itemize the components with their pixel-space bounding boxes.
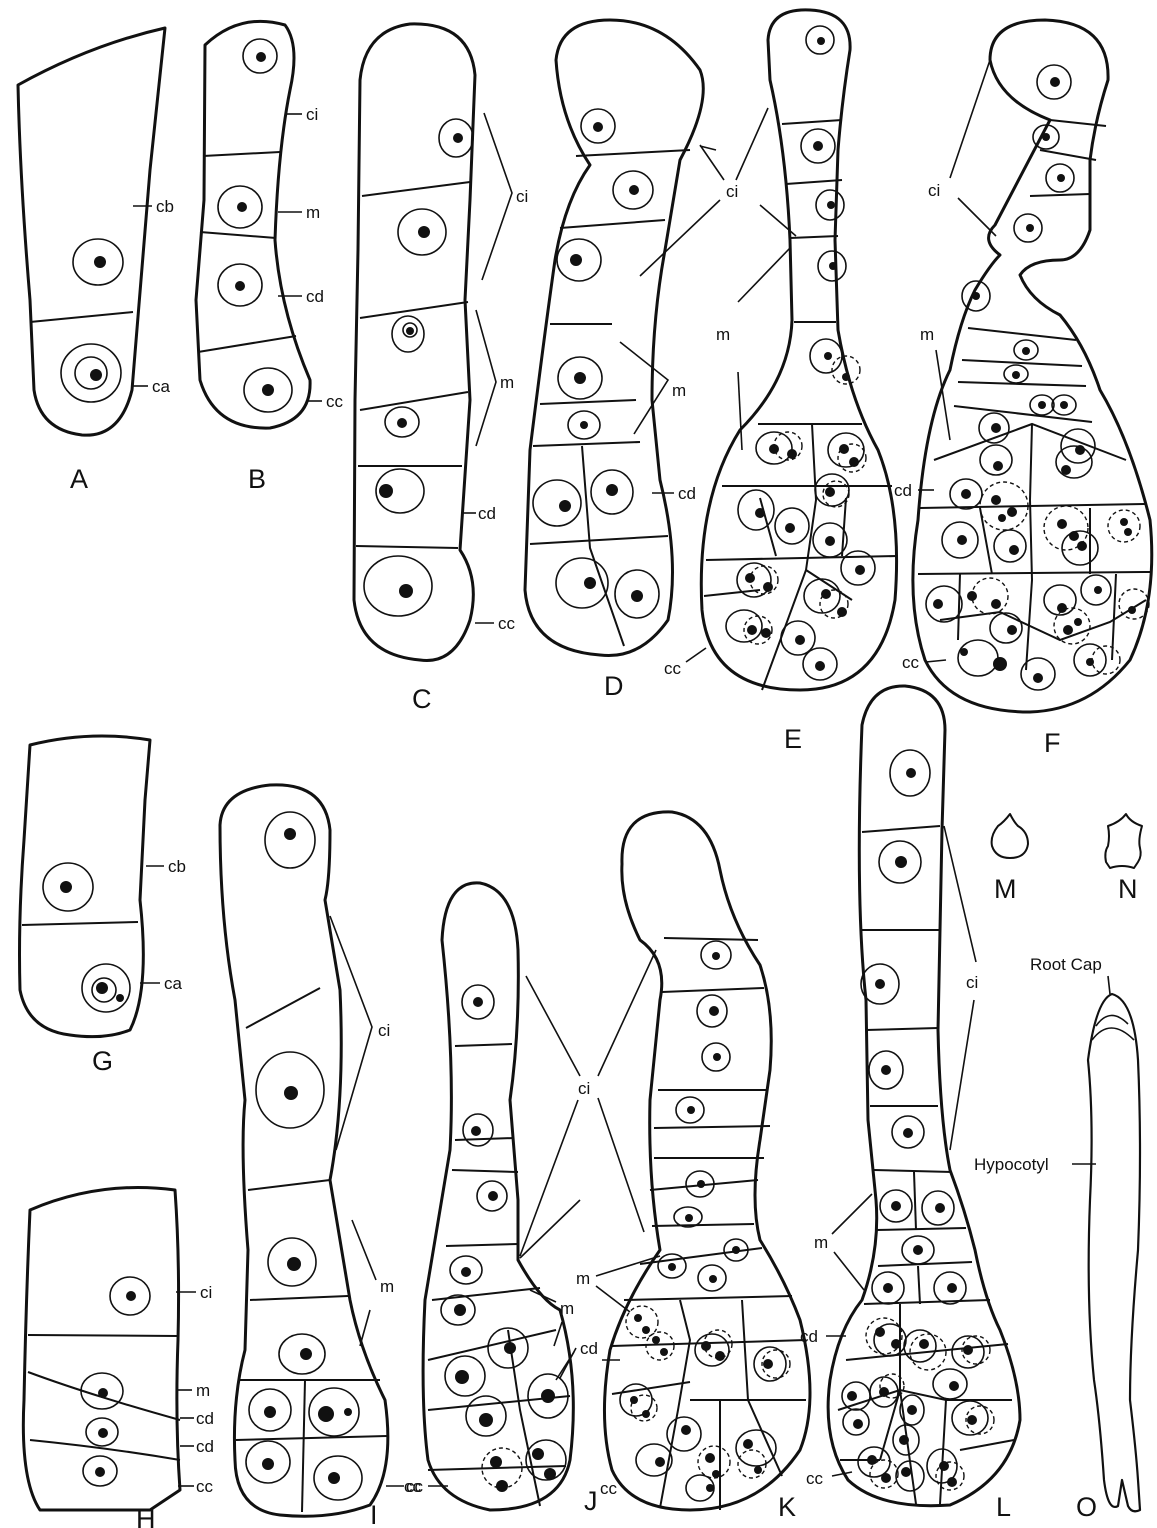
label-m-B: m	[306, 203, 320, 222]
figure-label-H: H	[136, 1504, 156, 1528]
figure-label-L: L	[996, 1492, 1011, 1522]
label-m-K: m	[576, 1269, 590, 1288]
embryo-E	[686, 10, 898, 690]
label-m-E: m	[716, 325, 730, 344]
label-cc-L: cc	[806, 1469, 824, 1488]
label-cb-A: cb	[156, 197, 174, 216]
figure-label-O: O	[1076, 1492, 1097, 1522]
figure-label-N: N	[1118, 874, 1138, 904]
label-cc-C: cc	[498, 614, 516, 633]
label-cd-F: cd	[894, 481, 912, 500]
label-ci-F: ci	[928, 181, 940, 200]
label-ci-H: ci	[200, 1283, 212, 1302]
label-cc-J2: cc	[600, 1479, 618, 1498]
label-cd-C: cd	[478, 504, 496, 523]
label-ca-G: ca	[164, 974, 183, 993]
figure-label-A: A	[70, 464, 88, 494]
label-cc-E: cc	[664, 659, 682, 678]
label-ci-C: ci	[516, 187, 528, 206]
label-cc-H: cc	[196, 1477, 214, 1496]
label-cd-D: cd	[678, 484, 696, 503]
leader-ci-J-K	[520, 950, 656, 1256]
figure-label-B: B	[248, 464, 266, 494]
figure-label-M: M	[994, 874, 1017, 904]
label-ci-J-K: ci	[578, 1079, 590, 1098]
label-m-I: m	[380, 1277, 394, 1296]
figure-label-K: K	[778, 1492, 796, 1522]
label-m-H: m	[196, 1381, 210, 1400]
label-cd-H1: cd	[196, 1409, 214, 1428]
embryo-I	[220, 785, 404, 1516]
seedling-O	[1072, 976, 1140, 1511]
label-root-cap: Root Cap	[1030, 955, 1102, 974]
label-cc-F: cc	[902, 653, 920, 672]
label-m-C: m	[500, 373, 514, 392]
label-m-D: m	[672, 381, 686, 400]
figure-label-E: E	[784, 724, 802, 754]
label-cd-B: cd	[306, 287, 324, 306]
embryo-J	[423, 883, 580, 1510]
label-ci-I: ci	[378, 1021, 390, 1040]
embryo-L	[826, 686, 1020, 1506]
label-m-J: m	[560, 1299, 574, 1318]
label-ci-D-E: ci	[726, 182, 738, 201]
embryo-F	[913, 20, 1152, 712]
figure-label-G: G	[92, 1046, 113, 1076]
label-ca-A: ca	[152, 377, 171, 396]
figure-label-I: I	[370, 1500, 378, 1528]
label-m-F: m	[920, 325, 934, 344]
label-m-L: m	[814, 1233, 828, 1252]
embryo-D	[525, 20, 716, 656]
label-hypocotyl: Hypocotyl	[974, 1155, 1049, 1174]
label-cd-L: cd	[800, 1327, 818, 1346]
embryo-C	[354, 24, 512, 661]
embryo-N	[1105, 814, 1142, 868]
label-cc-J: cc	[404, 1477, 422, 1496]
label-ci-L: ci	[966, 973, 978, 992]
embryo-K	[596, 812, 810, 1510]
figure-label-D: D	[604, 671, 624, 701]
figure-label-J: J	[584, 1486, 598, 1516]
label-ci-B: ci	[306, 105, 318, 124]
embryo-A	[18, 28, 165, 435]
label-cd-JK: cd	[580, 1339, 598, 1358]
embryo-M	[992, 814, 1028, 858]
label-cb-G: cb	[168, 857, 186, 876]
embryo-H	[23, 1188, 196, 1511]
figure-label-F: F	[1044, 728, 1061, 758]
label-cd-H2: cd	[196, 1437, 214, 1456]
figure-label-C: C	[412, 684, 432, 714]
embryo-G	[20, 736, 165, 1037]
label-cc-B: cc	[326, 392, 344, 411]
embryo-B	[196, 21, 322, 428]
